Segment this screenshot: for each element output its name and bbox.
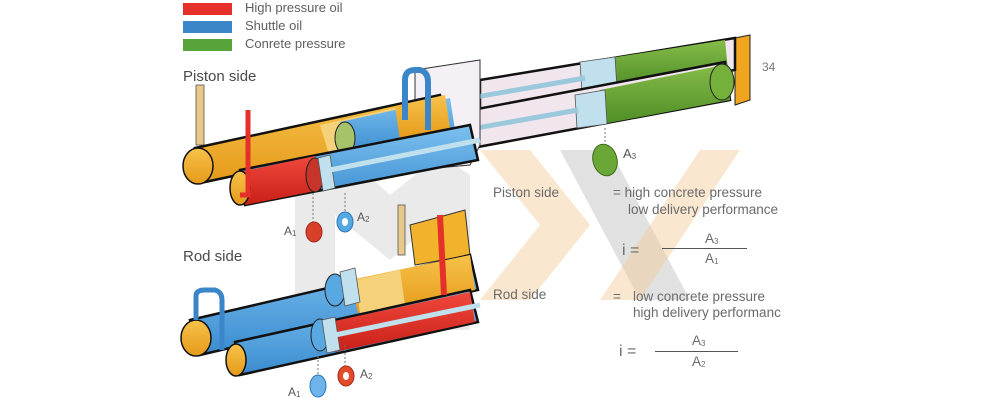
formula-rod-numerator-sub: 3: [701, 339, 706, 348]
formula-piston-numerator-sub: 3: [714, 237, 719, 246]
formula-rod-numerator-letter: A: [692, 333, 702, 348]
rod-side-cylinders: [180, 204, 481, 377]
watermark-x-orange: [600, 150, 740, 300]
area-label-a2-bottom-letter: A: [360, 367, 369, 381]
concrete-cylinders: [419, 34, 751, 157]
formula-rod-fraction-bar: [655, 351, 738, 352]
rod-side-label: Rod side: [183, 248, 243, 265]
formula-rod-lhs: i =: [619, 343, 637, 360]
area-label-a1-top: A1: [284, 224, 296, 238]
formula-piston-fraction-bar: [662, 248, 747, 249]
formula-rod-denominator-letter: A: [692, 354, 702, 369]
area-label-a2-top-letter: A: [357, 210, 366, 224]
area-label-a1-bottom-letter: A: [288, 385, 297, 399]
area-label-a2-top-sub: 2: [365, 215, 370, 224]
watermark-chevron: [480, 150, 590, 300]
area-disc-a3: [592, 143, 618, 177]
explanation-piston-line2: low delivery performance: [628, 202, 779, 217]
formula-rod-numerator: A3: [692, 333, 705, 348]
explanation-rod-line2: high delivery performanc: [633, 305, 781, 320]
area-label-a3-letter: A: [623, 146, 632, 161]
explanation-piston-label: Piston side: [493, 185, 560, 200]
explanation-rod-line1: low concrete pressure: [633, 289, 766, 304]
explanation-rod-label: Rod side: [493, 287, 547, 302]
watermark-x-gray: [560, 150, 690, 300]
figure-number: 34: [762, 60, 776, 74]
area-label-a3-sub: 3: [631, 152, 637, 161]
legend-swatch-high-pressure: [183, 3, 232, 15]
formula-piston-denominator-sub: 1: [714, 257, 719, 266]
formula-piston-denominator: A1: [705, 251, 718, 266]
formula-piston-denominator-letter: A: [705, 251, 715, 266]
formula-piston-lhs: i =: [622, 242, 640, 259]
formula-rod-denominator-sub: 2: [701, 360, 706, 369]
area-label-a2-bottom: A2: [360, 367, 372, 381]
area-label-a1-bottom: A1: [288, 385, 300, 399]
area-label-a2-bottom-sub: 2: [368, 372, 373, 381]
formula-piston-numerator: A3: [705, 231, 718, 246]
explanation-piston-line1: = high concrete pressure: [613, 185, 762, 200]
formula-rod-denominator: A2: [692, 354, 705, 369]
area-disc-a1-top: [305, 221, 323, 243]
legend-label-high-pressure: High pressure oil: [245, 0, 343, 15]
area-label-a1-top-letter: A: [284, 224, 293, 238]
legend-label-shuttle: Shuttle oil: [245, 18, 303, 33]
legend-swatch-concrete: [183, 39, 232, 51]
explanation-rod-eq: =: [613, 289, 621, 304]
area-label-a2-top: A2: [357, 210, 369, 224]
legend-label-concrete: Conrete pressure: [245, 36, 346, 51]
area-label-a1-top-sub: 1: [292, 229, 297, 238]
area-label-a3: A3: [623, 146, 636, 161]
piston-side-cylinders: [182, 67, 481, 207]
piston-side-label: Piston side: [183, 68, 257, 85]
area-disc-a1-bottom: [309, 374, 327, 398]
legend-swatch-shuttle: [183, 21, 232, 33]
formula-piston-numerator-letter: A: [705, 231, 715, 246]
area-label-a1-bottom-sub: 1: [296, 390, 301, 399]
